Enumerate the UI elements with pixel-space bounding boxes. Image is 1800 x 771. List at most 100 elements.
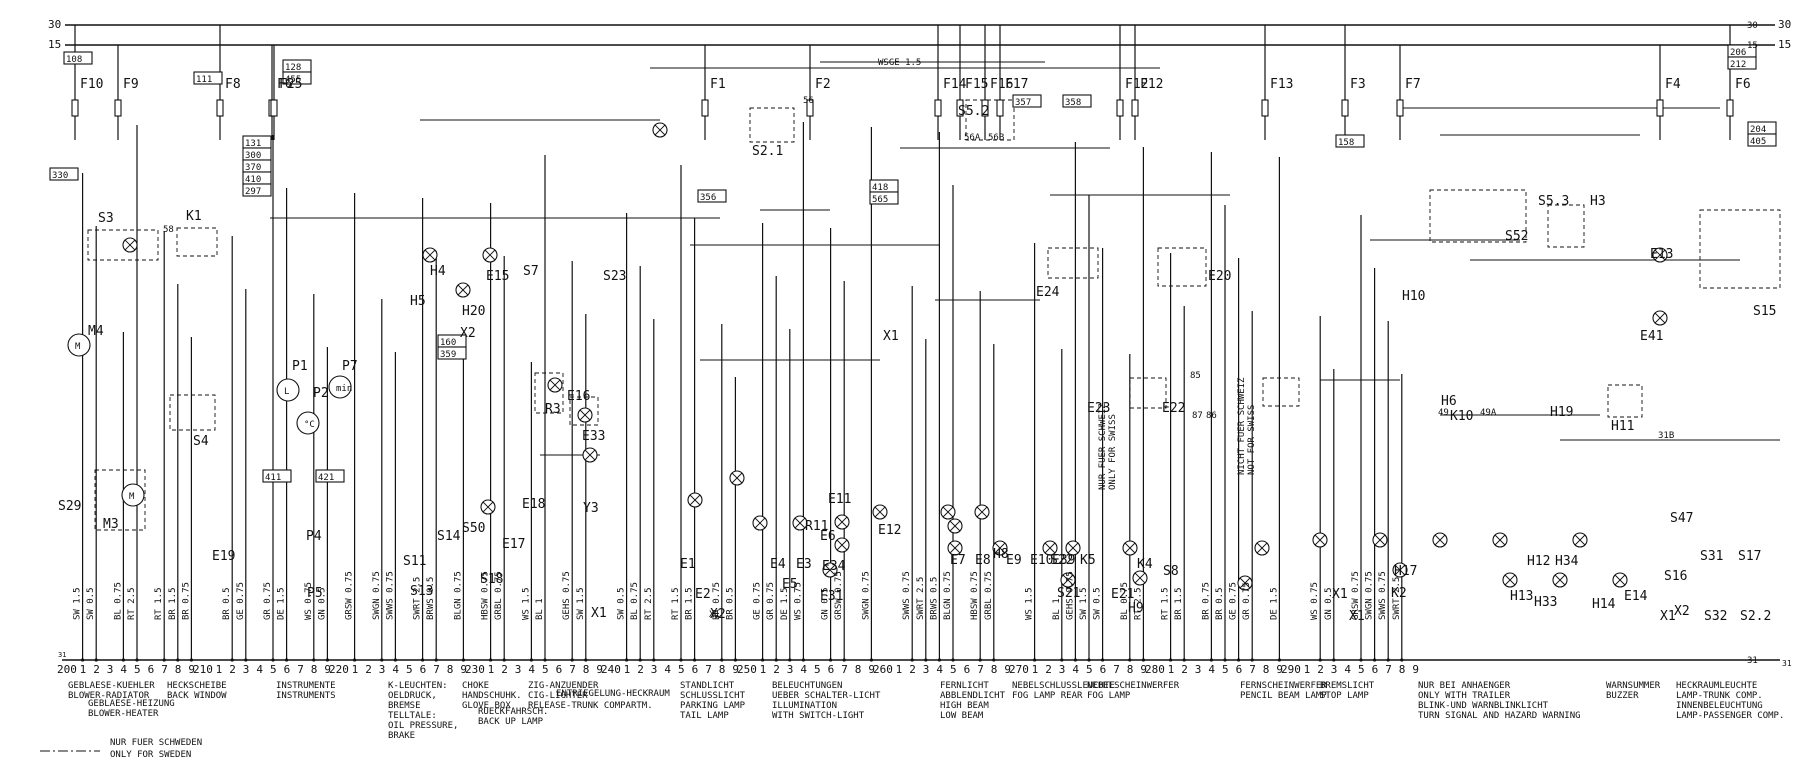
column-number: 9 [868,663,875,676]
column-number: 2 [501,663,508,676]
column-number: 5 [1086,663,1093,676]
column-number: 5 [134,663,141,676]
terminal-label: X1 [709,610,720,620]
fuse-symbol [996,99,1004,117]
wire-label: GRSW 0.75 [345,571,355,620]
column-number: 5 [950,663,957,676]
section-caption: NUR BEI ANHAENGER [1418,681,1511,691]
ground-junction [1250,658,1254,662]
column-number: 6 [420,663,427,676]
column-number: 4 [1344,663,1351,676]
column-number: 9 [324,663,331,676]
column-number: 1 [1032,663,1039,676]
ground-junction [81,658,85,662]
section-caption: BACK UP LAMP [478,717,544,727]
connector-box [193,71,223,85]
ground-junction [380,658,384,662]
column-number: 8 [447,663,454,676]
wire-layer [62,24,1780,662]
terminal-label: 56B [988,133,1004,143]
lamp-cross [949,542,961,554]
section-caption: HECKSCHEIBE [167,681,227,691]
gauge-symbol [276,378,300,402]
section-caption: BLOWER-HEATER [88,709,159,719]
ground-junction [1101,658,1105,662]
rail-31-label: 31 [58,651,66,659]
column-number: 9 [460,663,467,676]
wire-label: SW 0.5 [617,587,627,620]
component-box [176,227,218,257]
fuse-label: F16 [990,77,1013,92]
section-caption: PENCIL BEAM LAMP [1240,691,1327,701]
component-label: H19 [1550,405,1573,420]
column-number: 8 [1399,663,1406,676]
wire-label: GEHS 0.75 [1065,571,1075,620]
component-label: S23 [603,269,626,284]
lamp-cross [1256,542,1268,554]
connector-code: 356 [700,193,716,203]
component-label: R11 [805,519,828,534]
component-label: E1 [680,557,696,572]
column-number: 7 [1385,663,1392,676]
fuse-label: F17 [1005,77,1028,92]
fuse-label: F6 [277,77,293,92]
column-number: 1 [1168,663,1175,676]
wire-label: SWRT 2.5 [413,577,423,620]
ground-junction [135,658,139,662]
component-label: S8 [1163,564,1179,579]
ground-junction [1223,658,1227,662]
section-caption: WITH SWITCH-LIGHT [772,711,865,721]
column-number: 3 [787,663,794,676]
column-number: 2 [365,663,372,676]
component-box [1047,247,1099,279]
connector-box [315,469,345,483]
column-number: 5 [678,663,685,676]
ground-junction [693,658,697,662]
column-number: 4 [1208,663,1215,676]
wire-label: RT 1.5 [1161,587,1171,620]
component-label: E9 [1006,553,1022,568]
column-number: 9 [596,663,603,676]
ground-junction [937,658,942,662]
column-number: 1 [216,663,223,676]
rail-30-right-label: 30 [1778,18,1791,31]
fuse-label: F10 [80,77,103,92]
wire-label: HBSW 0.75 [970,571,980,620]
connector-box [1062,94,1092,108]
component-label: X1 [591,606,607,621]
component-label: P7 [342,359,358,374]
column-number: 1 [1304,663,1311,676]
fuse-label: F13 [1270,77,1293,92]
wire-label: GN 0.5 [1324,587,1334,620]
column-number: 9 [1140,663,1147,676]
lamp-cross [824,564,836,576]
fuse-symbol [1726,99,1734,117]
fuse-label: F14 [943,77,967,92]
gauge-symbol [296,411,320,435]
connector-code: 297 [245,187,261,197]
column-number: 6 [1100,663,1107,676]
component-label: E11 [828,492,851,507]
legend-text-2: ONLY FOR SWEDEN [110,750,191,760]
connector-code: 131 [245,139,261,149]
column-number: 7 [977,663,984,676]
lamp-cross [584,449,596,461]
ground-junction [625,658,629,662]
column-number: 9 [1276,663,1283,676]
wire-label: BRWS 0.5 [426,577,436,620]
column-number: 9 [188,663,195,676]
fuse-label: F2 [815,77,831,92]
terminal-label: 15 [1747,41,1758,51]
lamp-cross [754,517,766,529]
fuse-label: F12 [1125,77,1148,92]
connector-code: 358 [1065,98,1081,108]
wire-label: BR 1.5 [1174,587,1184,620]
component-label: E3 [796,557,812,572]
column-number: 3 [651,663,658,676]
column-number: 2 [909,663,916,676]
component-label: S4 [193,434,209,449]
component-label: S7 [523,264,539,279]
component-label: X2 [1674,604,1690,619]
section-caption: FERNSCHEINWERFER [1240,681,1327,691]
